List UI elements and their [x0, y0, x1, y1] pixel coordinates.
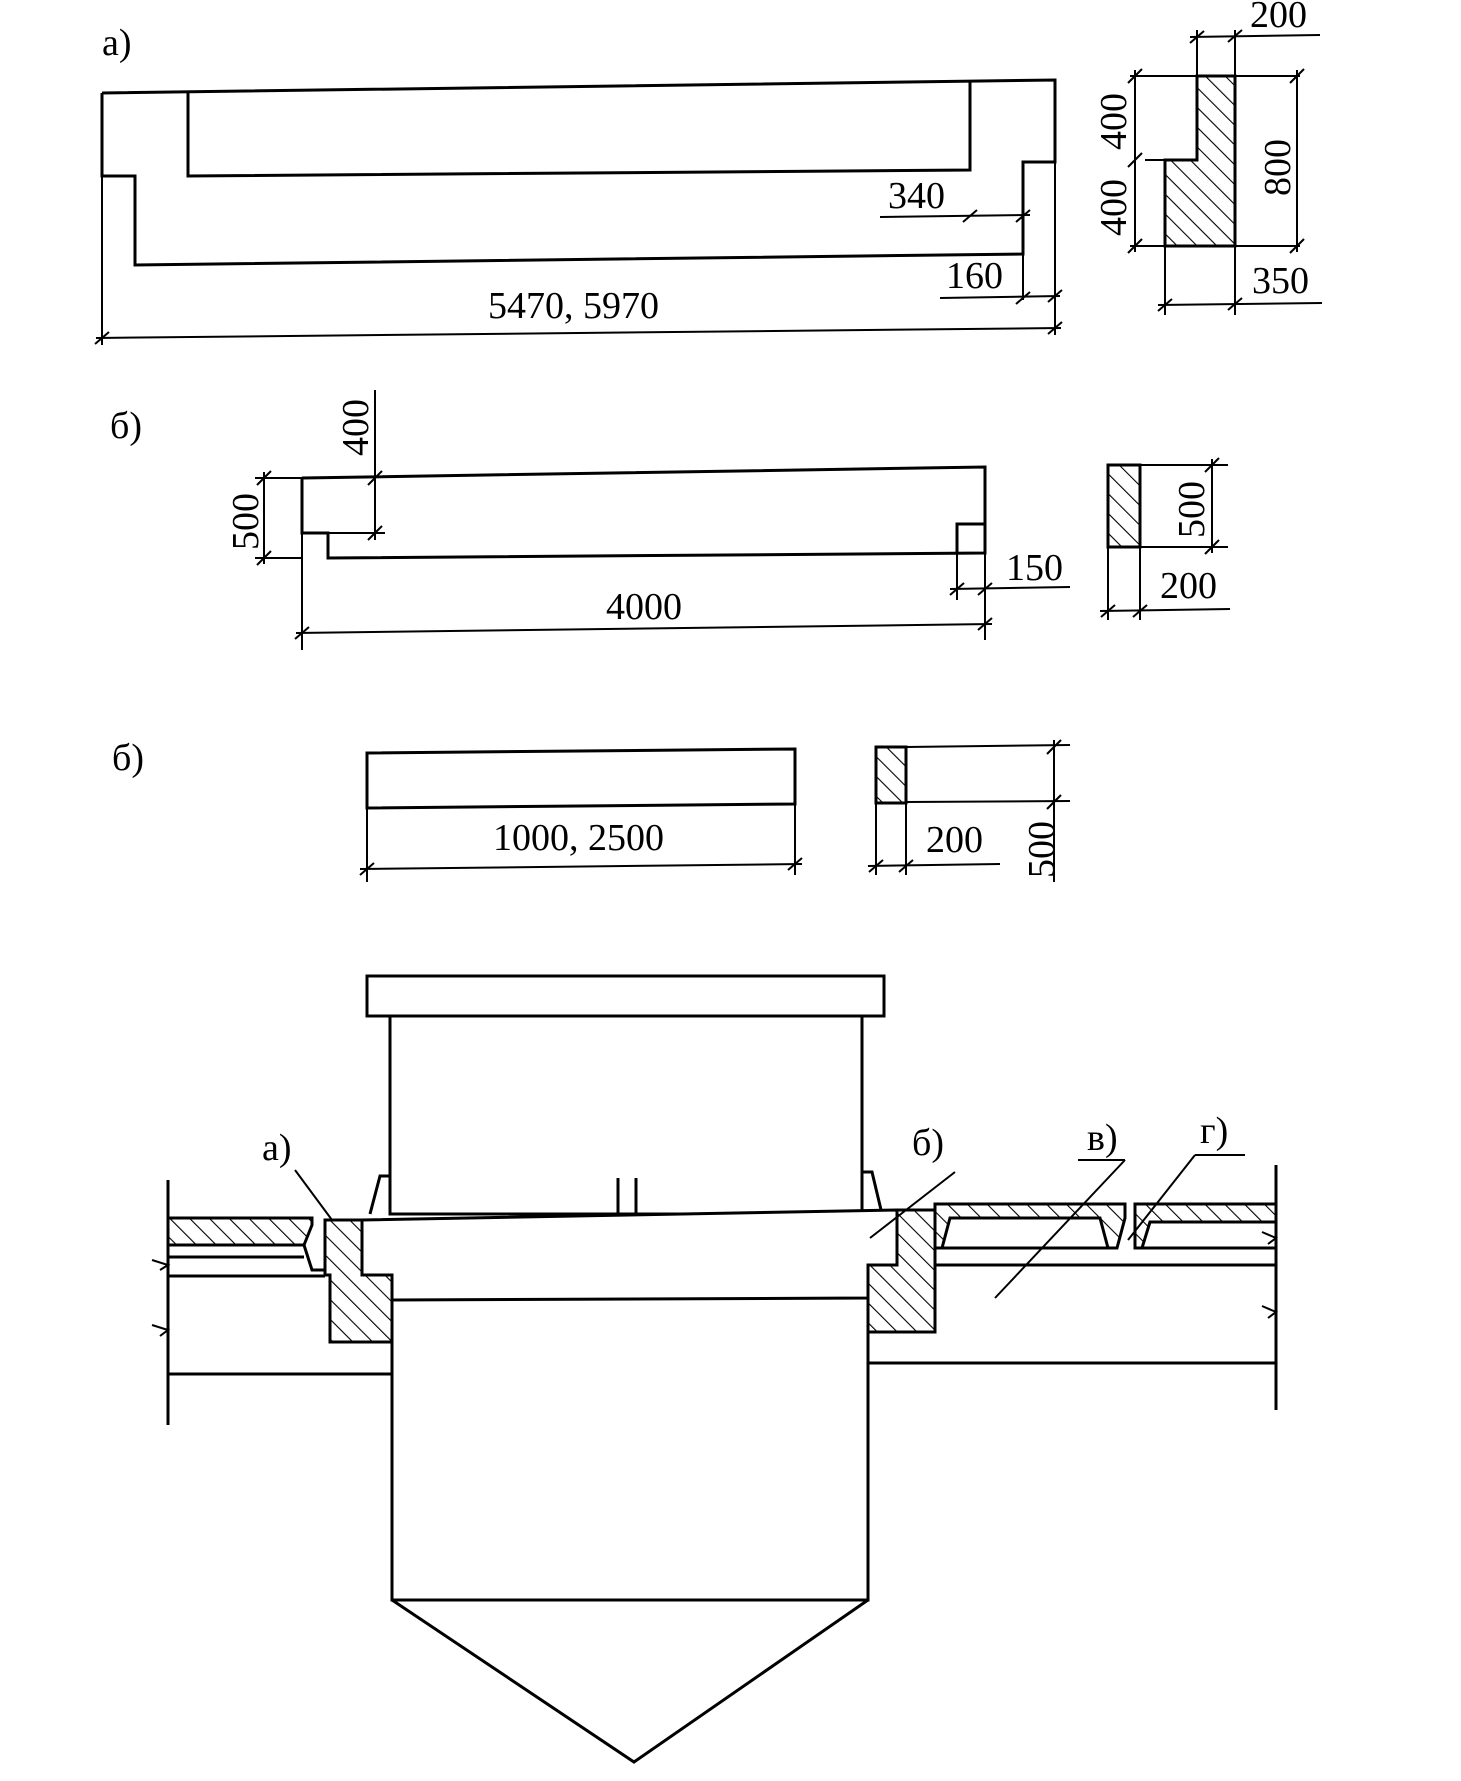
- callout-c-text: в): [1087, 1117, 1118, 1159]
- figure-a: а) 5470, 5970 340 160: [94, 0, 1323, 345]
- dim-tongue: 340: [879, 162, 1031, 300]
- dim-end-text: 160: [946, 255, 1003, 297]
- dim-b-end-step-text: 150: [1006, 547, 1063, 589]
- dim-c-sec-height-text: 500: [1021, 821, 1063, 878]
- dim-lower-height-text: 400: [1093, 179, 1135, 236]
- dim-base-width-text: 350: [1252, 260, 1309, 302]
- figure-b: б) 500 400 150: [110, 390, 1231, 650]
- dim-b-sec-height-text: 500: [1171, 481, 1213, 538]
- dim-b-sec-width-text: 200: [1160, 565, 1217, 607]
- dim-upper-height-text: 400: [1093, 93, 1135, 150]
- dim-b-length-text: 4000: [606, 586, 682, 628]
- assembly-drawing: а) б) в) г): [151, 974, 1278, 1764]
- hopper-cap: [365, 974, 886, 1018]
- dim-tongue-text: 340: [888, 175, 945, 217]
- callout-c: в): [994, 1117, 1126, 1299]
- callout-a-text: а): [262, 1127, 292, 1169]
- dim-overall-length-text: 5470, 5970: [488, 285, 659, 327]
- figure-c-elevation: [365, 747, 797, 810]
- support-slab: [360, 1208, 899, 1302]
- dim-b-end-step: 150: [949, 547, 1071, 600]
- figure-c-section: 500 200: [867, 739, 1071, 882]
- dim-c-sec-width-text: 200: [926, 819, 983, 861]
- hopper-upper-body: [388, 1014, 864, 1216]
- dim-b-top-step: 400: [302, 390, 385, 541]
- figure-b-section: 500 200: [1099, 457, 1231, 620]
- callout-b: б): [869, 1122, 956, 1239]
- dim-b-top-step-text: 400: [335, 399, 377, 456]
- figure-a-label: а): [102, 22, 132, 64]
- dim-overall-length: 5470, 5970: [94, 162, 1063, 345]
- dim-total-height-text: 800: [1257, 139, 1299, 196]
- callout-d-text: г): [1200, 1110, 1228, 1152]
- callout-b-text: б): [912, 1122, 944, 1164]
- figure-b-label: б): [110, 405, 142, 447]
- callout-a: а): [262, 1127, 333, 1221]
- dim-c-length-text: 1000, 2500: [493, 817, 664, 859]
- figure-a-section: 200 400 400 800 350: [1093, 0, 1323, 315]
- dim-b-height-text: 500: [225, 493, 267, 550]
- floor-right: [868, 1165, 1278, 1410]
- figure-c-label: б): [112, 737, 144, 779]
- dim-c-length: 1000, 2500: [359, 804, 803, 882]
- figure-a-elevation: [100, 78, 1057, 267]
- floor-left: [151, 1180, 392, 1425]
- callout-d: г): [1127, 1110, 1245, 1241]
- dim-b-height: 500: [225, 470, 302, 566]
- figure-c: б) 1000, 2500 500 200: [112, 737, 1071, 882]
- figure-b-elevation: [300, 465, 987, 560]
- dim-top-width-text: 200: [1250, 0, 1307, 36]
- dim-end: 160: [939, 255, 1063, 305]
- dim-b-length: 4000: [294, 533, 993, 650]
